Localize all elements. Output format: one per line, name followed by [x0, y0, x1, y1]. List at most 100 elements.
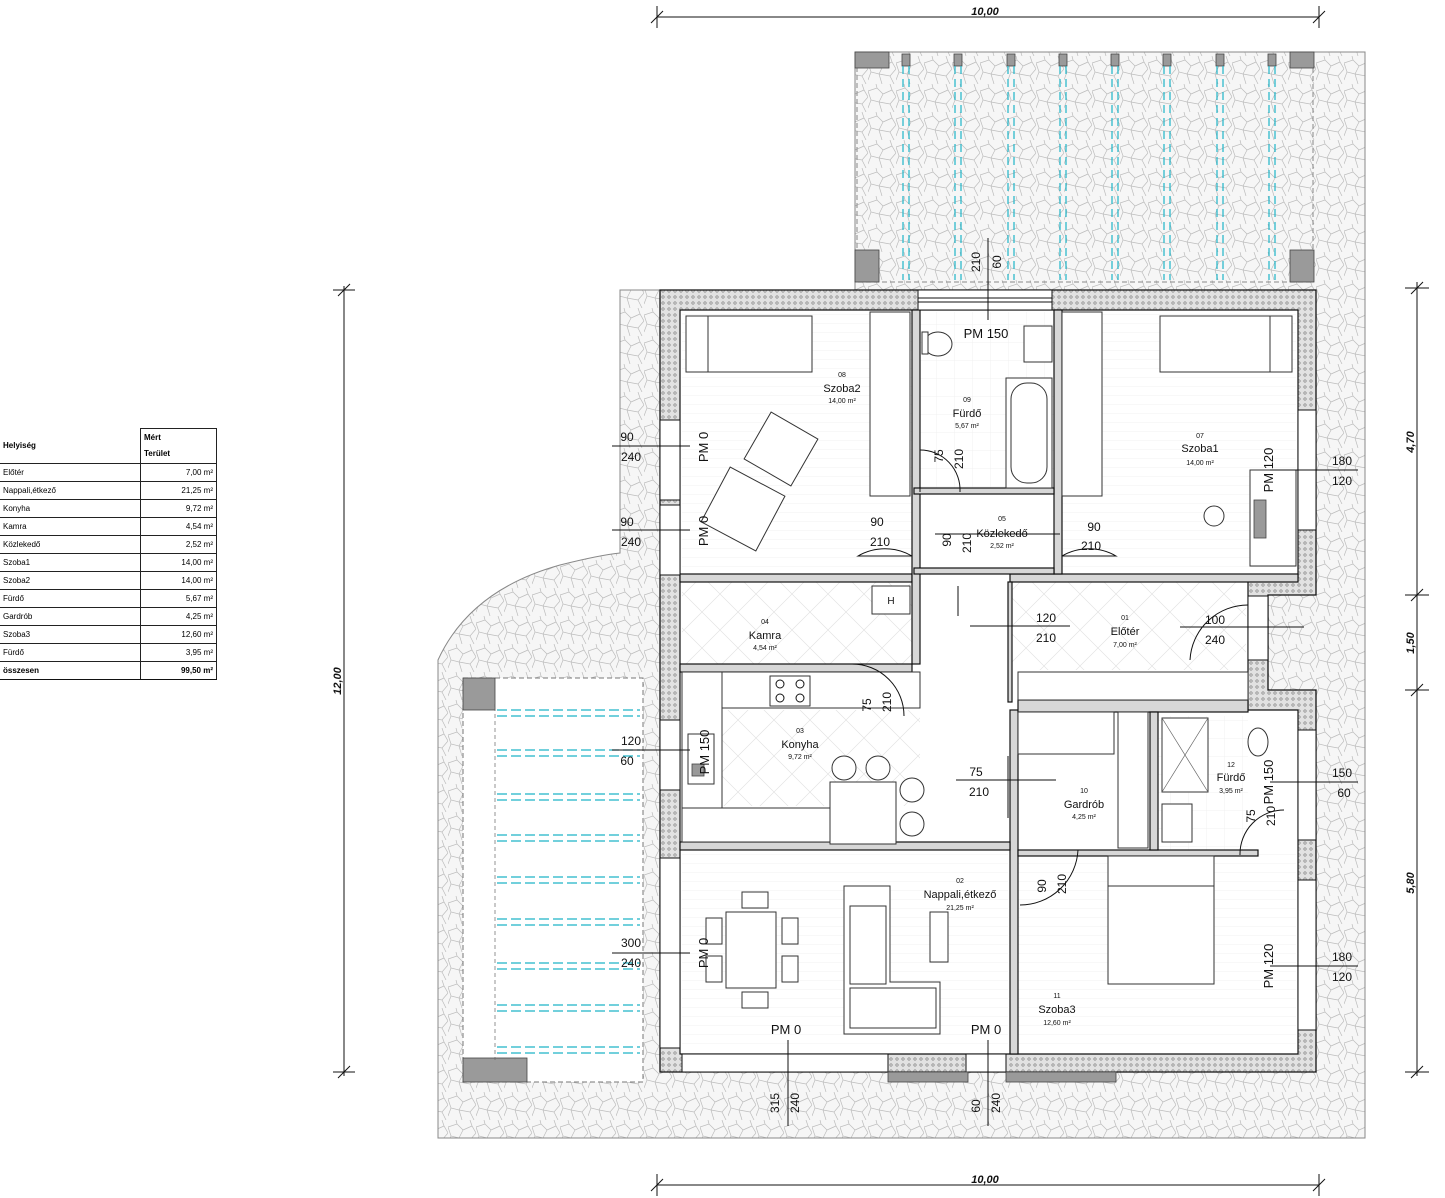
svg-text:240: 240 [621, 450, 641, 464]
door-swings [851, 449, 1285, 906]
rafter-post [1267, 53, 1277, 67]
legend-room-area: 3,95 m² [140, 643, 217, 662]
room-12: 12 Fürdő 3,95 m² [1217, 762, 1246, 795]
svg-text:05: 05 [998, 516, 1006, 523]
legend-room-name: Gardrób [0, 607, 141, 626]
room-03: 03 Konyha 9,72 m² [781, 728, 819, 761]
legend-total-row: összesen 99,50 m² [0, 661, 217, 680]
svg-text:300: 300 [621, 936, 641, 950]
svg-text:240: 240 [621, 535, 641, 549]
room-09-name: Fürdő [953, 408, 982, 420]
svg-text:9,72 m²: 9,72 m² [788, 754, 812, 761]
svg-text:90: 90 [1087, 520, 1101, 534]
dim-bottom: 10,00 [971, 1174, 999, 1186]
room-05-name: Közlekedő [976, 528, 1027, 540]
legend-room-name: Kamra [0, 517, 141, 536]
svg-text:PM 150: PM 150 [1261, 760, 1276, 805]
legend-room-area: 2,52 m² [140, 535, 217, 554]
svg-text:5,67 m²: 5,67 m² [955, 423, 979, 430]
svg-text:150: 150 [1332, 766, 1352, 780]
svg-text:210: 210 [969, 785, 989, 799]
svg-text:120: 120 [1332, 474, 1352, 488]
svg-text:210: 210 [969, 252, 983, 272]
room-01: 01 Előtér 7,00 m² [1111, 615, 1140, 649]
svg-text:240: 240 [989, 1093, 1003, 1113]
legend-total-area: 99,50 m² [140, 661, 217, 680]
legend-room-area: 5,67 m² [140, 589, 217, 608]
svg-text:210: 210 [1055, 874, 1069, 894]
room-10-name: Gardrób [1064, 799, 1104, 811]
svg-text:210: 210 [1036, 631, 1056, 645]
room-07: 07 Szoba1 14,00 m² [1181, 433, 1218, 467]
legend-room-name: Előtér [0, 463, 141, 482]
svg-text:75: 75 [969, 765, 983, 779]
svg-text:PM 0: PM 0 [696, 516, 711, 546]
legend-room-name: Konyha [0, 499, 141, 518]
legend-col-area: Mért Terület [140, 428, 217, 464]
svg-text:PM 150: PM 150 [697, 730, 712, 775]
room-02: 02 Nappali,étkező 21,25 m² [924, 878, 997, 912]
svg-text:PM 0: PM 0 [696, 432, 711, 462]
rafter-post [1110, 53, 1120, 67]
legend-col-area-1: Mért [144, 433, 161, 442]
svg-text:2,52 m²: 2,52 m² [990, 543, 1014, 550]
room-10: 10 Gardrób 4,25 m² [1064, 788, 1104, 821]
svg-text:240: 240 [1205, 633, 1225, 647]
dim-top: 10,00 [971, 6, 999, 18]
svg-text:14,00 m²: 14,00 m² [828, 398, 856, 405]
svg-text:21,25 m²: 21,25 m² [946, 905, 974, 912]
label-leader-lines [612, 238, 1358, 1126]
svg-text:90: 90 [870, 515, 884, 529]
legend-total-label: összesen [0, 661, 141, 680]
svg-text:90: 90 [620, 430, 634, 444]
svg-text:240: 240 [621, 956, 641, 970]
rafter-post [1006, 53, 1016, 67]
svg-text:75: 75 [1244, 809, 1258, 823]
interior-walls [679, 309, 1299, 1055]
svg-text:PM 120: PM 120 [1261, 448, 1276, 493]
room-11-name: Szoba3 [1038, 1004, 1075, 1016]
rafter-post [1215, 53, 1225, 67]
svg-text:210: 210 [952, 449, 966, 469]
svg-text:60: 60 [620, 754, 634, 768]
svg-text:60: 60 [1337, 786, 1351, 800]
svg-text:60: 60 [969, 1099, 983, 1113]
svg-text:240: 240 [788, 1093, 802, 1113]
svg-text:04: 04 [761, 619, 769, 626]
svg-text:PM 0: PM 0 [971, 1022, 1001, 1037]
legend-header: Helyiség Mért Terület [0, 428, 217, 464]
svg-text:210: 210 [1264, 806, 1278, 826]
legend-room-area: 4,25 m² [140, 607, 217, 626]
pergola-left [462, 677, 640, 1083]
svg-text:210: 210 [870, 535, 890, 549]
svg-text:12: 12 [1227, 762, 1235, 769]
svg-text:03: 03 [796, 728, 804, 735]
svg-text:12,60 m²: 12,60 m² [1043, 1020, 1071, 1027]
svg-text:PM 150: PM 150 [964, 326, 1009, 341]
svg-text:14,00 m²: 14,00 m² [1186, 460, 1214, 467]
legend-room-name: Fürdő [0, 643, 141, 662]
dim-left: 12,00 [332, 666, 344, 694]
svg-text:02: 02 [956, 878, 964, 885]
svg-text:01: 01 [1121, 615, 1129, 622]
svg-text:210: 210 [960, 533, 974, 553]
svg-text:PM 0: PM 0 [696, 938, 711, 968]
dim-right-2: 1,50 [1405, 631, 1417, 653]
rafter-post [1162, 53, 1172, 67]
room-11: 11 Szoba3 12,60 m² [1038, 993, 1075, 1027]
room-02-name: Nappali,étkező [924, 889, 997, 901]
rafter-post [1058, 53, 1068, 67]
legend-room-area: 21,25 m² [140, 481, 217, 500]
legend-col-area-2: Terület [144, 449, 171, 458]
room-08: 08 Szoba2 14,00 m² [823, 372, 860, 405]
svg-text:100: 100 [1205, 613, 1225, 627]
